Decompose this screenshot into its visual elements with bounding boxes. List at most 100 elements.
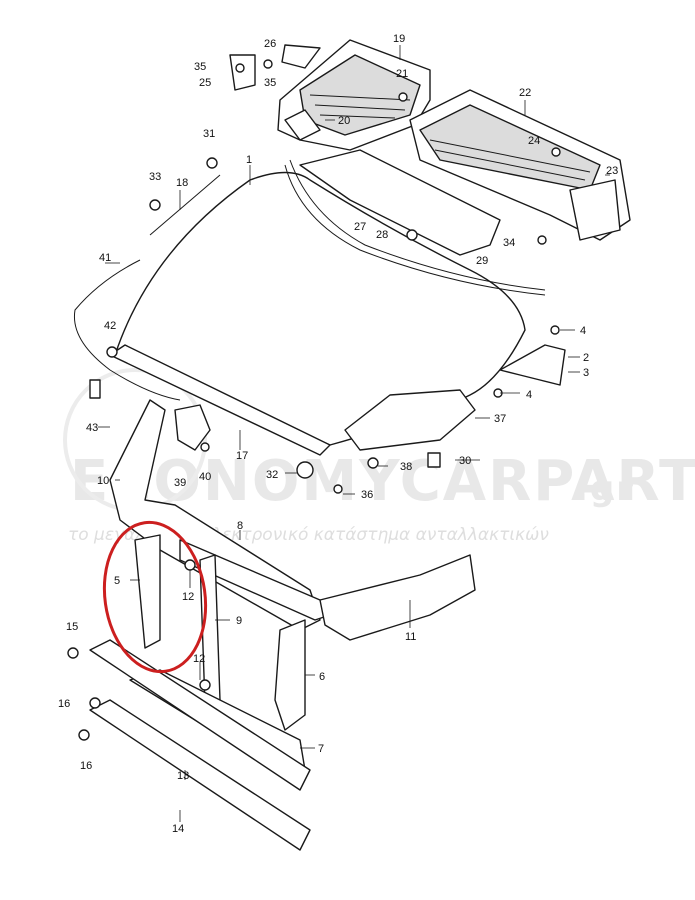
cowl-right-grille xyxy=(419,104,601,191)
callout-41: 41 xyxy=(99,252,111,264)
bumper-stop-32 xyxy=(296,461,314,479)
bolt-12a xyxy=(184,559,196,571)
hood-latch-39 xyxy=(174,404,211,451)
clip-31 xyxy=(206,157,218,169)
leader-lines xyxy=(98,45,610,822)
callout-17: 17 xyxy=(236,450,248,462)
callout-35a: 35 xyxy=(194,61,206,73)
callout-9: 9 xyxy=(236,615,242,627)
support-member-8 xyxy=(179,539,331,621)
watermark-brand: ECONOMYCARPARTS xyxy=(70,449,695,514)
hood-insulator-37 xyxy=(344,389,476,451)
hood-seal-17 xyxy=(109,344,331,456)
callout-18: 18 xyxy=(176,177,188,189)
cover-26 xyxy=(281,44,321,69)
callout-16a: 16 xyxy=(58,698,70,710)
hood-seal-29-inner xyxy=(289,159,546,291)
callout-30: 30 xyxy=(459,455,471,467)
callout-12a: 12 xyxy=(182,591,194,603)
callout-19: 19 xyxy=(393,33,405,45)
hood-assembly xyxy=(109,149,546,456)
callout-4a: 4 xyxy=(580,325,586,337)
bracket-25 xyxy=(229,54,256,91)
callout-13: 13 xyxy=(177,770,189,782)
callout-10: 10 xyxy=(97,475,109,487)
callout-29: 29 xyxy=(476,255,488,267)
support-bracket-6 xyxy=(274,619,306,731)
callout-1: 1 xyxy=(246,154,252,166)
callout-35b: 35 xyxy=(264,77,276,89)
clip-33 xyxy=(149,199,161,211)
cables xyxy=(73,174,221,401)
reinforcement-13 xyxy=(89,639,311,791)
cowl-right-slats xyxy=(429,139,591,181)
callout-28: 28 xyxy=(376,229,388,241)
bolt-12b xyxy=(199,679,211,691)
callout-20: 20 xyxy=(338,115,350,127)
callout-32: 32 xyxy=(266,469,278,481)
clip-34 xyxy=(537,235,547,245)
callout-38: 38 xyxy=(400,461,412,473)
clip-36 xyxy=(333,484,343,494)
cowl-end-cap xyxy=(569,179,621,241)
hood-support-rod-18 xyxy=(149,174,221,236)
callout-42: 42 xyxy=(104,320,116,332)
callout-27: 27 xyxy=(354,221,366,233)
clip-21 xyxy=(398,92,408,102)
cowl-side-seal xyxy=(284,109,321,141)
callout-7: 7 xyxy=(318,743,324,755)
bolt-40 xyxy=(200,442,210,452)
callout-16b: 16 xyxy=(80,760,92,772)
clip-35a xyxy=(235,63,245,73)
watermark-brand-suffix: .gr xyxy=(575,469,635,509)
hood-release-cable-41 xyxy=(73,259,181,401)
callout-31: 31 xyxy=(203,128,215,140)
reinforcement-14 xyxy=(89,699,311,851)
callout-14: 14 xyxy=(172,823,184,835)
callout-3: 3 xyxy=(583,367,589,379)
nut-16a xyxy=(89,697,101,709)
callout-39: 39 xyxy=(174,477,186,489)
callout-26: 26 xyxy=(264,38,276,50)
hood-seal-29 xyxy=(284,164,546,296)
clip-28 xyxy=(406,229,418,241)
callout-15: 15 xyxy=(66,621,78,633)
callout-24: 24 xyxy=(528,135,540,147)
callout-34: 34 xyxy=(503,237,515,249)
callout-21: 21 xyxy=(396,68,408,80)
callout-22: 22 xyxy=(519,87,531,99)
nut-16b xyxy=(78,729,90,741)
support-bracket-5 xyxy=(134,534,161,649)
highlight-ellipse xyxy=(102,520,208,674)
buffer-30 xyxy=(427,452,441,468)
clip-38 xyxy=(367,457,379,469)
bumper-reinforcement xyxy=(89,639,311,851)
callout-33: 33 xyxy=(149,171,161,183)
callout-23: 23 xyxy=(606,165,618,177)
hood-hinge xyxy=(499,344,566,386)
bolt-4a xyxy=(550,325,560,335)
clip-42 xyxy=(106,346,118,358)
callout-36: 36 xyxy=(361,489,373,501)
callout-12b: 12 xyxy=(193,653,205,665)
callout-2: 2 xyxy=(583,352,589,364)
support-side-11 xyxy=(319,554,476,641)
clip-35b xyxy=(263,59,273,69)
callout-25: 25 xyxy=(199,77,211,89)
callout-11: 11 xyxy=(405,631,416,643)
callout-4b: 4 xyxy=(526,389,532,401)
callout-43: 43 xyxy=(86,422,98,434)
callout-8: 8 xyxy=(237,520,243,532)
cowl-assembly xyxy=(229,39,631,241)
callout-40: 40 xyxy=(199,471,211,483)
label-43 xyxy=(89,379,101,399)
clip-24 xyxy=(551,147,561,157)
hood-bracket-27 xyxy=(299,149,501,256)
callout-37: 37 xyxy=(494,413,506,425)
cowl-left-slats xyxy=(309,94,411,119)
watermark: ECONOMYCARPARTS .gr το μεγαλύτερο ηλεκτρ… xyxy=(63,368,695,545)
callout-6: 6 xyxy=(319,671,325,683)
callout-numbers: 1 2 3 4 4 5 6 7 8 9 10 11 12 12 13 14 15… xyxy=(58,33,618,835)
